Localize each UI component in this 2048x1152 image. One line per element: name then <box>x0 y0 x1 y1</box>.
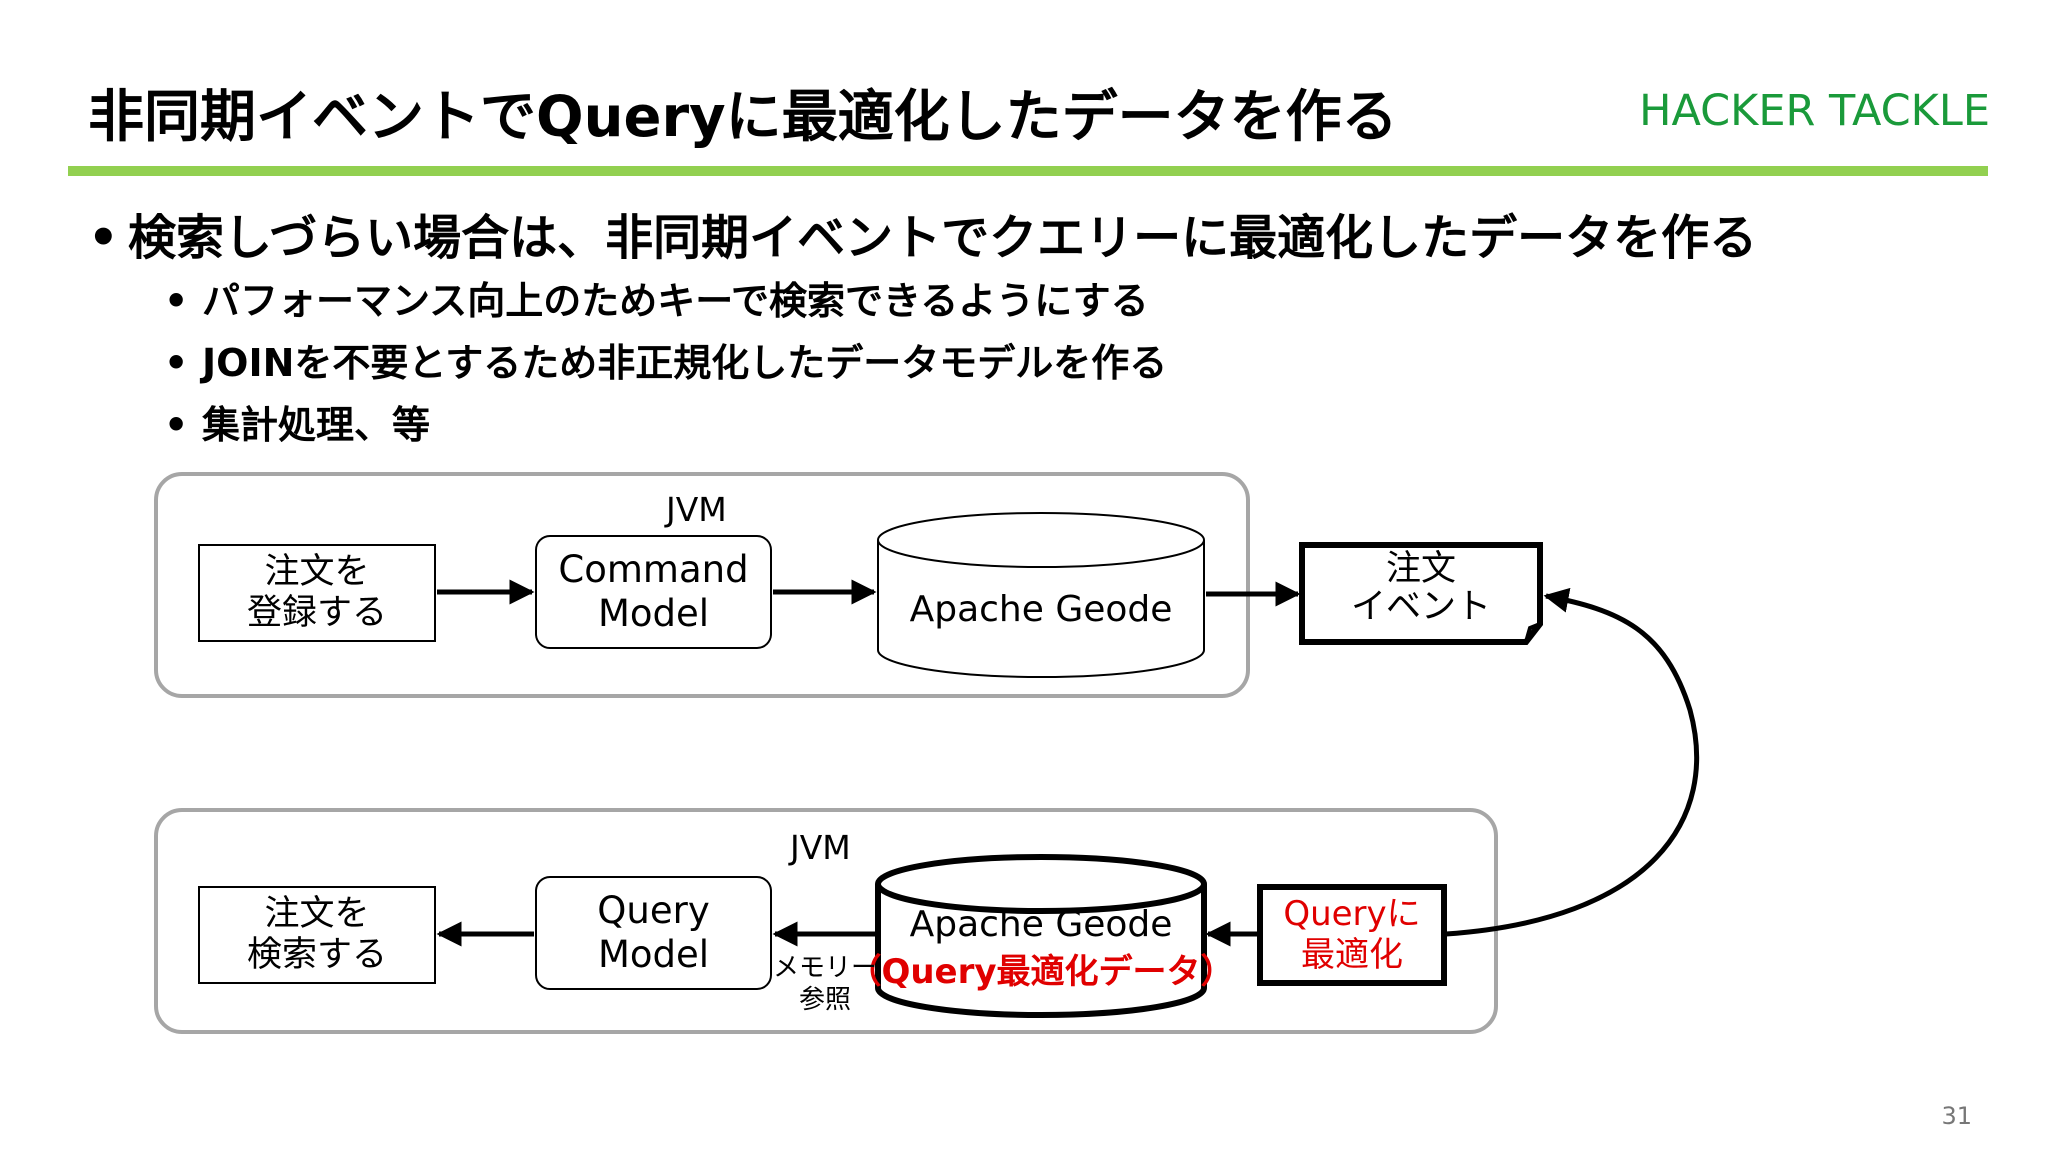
bullet-sub-text: JOINを不要とするため非正規化したデータモデルを作る <box>202 341 1168 385</box>
order-event-line-1: 注文 <box>1385 548 1456 589</box>
register-order-label: 注文を 登録する <box>199 545 435 641</box>
bottom-geode-cylinder <box>875 854 1207 1018</box>
bullet-dot: • <box>164 341 189 385</box>
bullet-dot: • <box>164 403 189 447</box>
query-model-line-1: Query <box>597 889 710 933</box>
memory-reference-line-1: メモリー <box>772 952 877 983</box>
query-model-box <box>535 876 772 990</box>
command-model-label: Command Model <box>536 536 771 648</box>
arrow-optimize-to-event <box>1445 587 1700 937</box>
command-model-line-1: Command <box>558 548 749 592</box>
bullet-sub-1: • パフォーマンス向上のためキーで検索できるようにする <box>164 270 1149 325</box>
bottom-geode-label: Apache Geode <box>909 903 1173 945</box>
register-order-box <box>198 544 436 642</box>
search-order-box <box>198 886 436 984</box>
search-order-label: 注文を 検索する <box>199 887 435 983</box>
order-event-label: 注文 イベント <box>1302 540 1540 636</box>
query-optimize-line-1: Queryに <box>1283 894 1421 935</box>
query-optimize-label: Queryに 最適化 <box>1260 887 1444 983</box>
bullet-main-text: 検索しづらい場合は、非同期イベントでクエリーに最適化したデータを作る <box>128 210 1758 266</box>
query-model-label: Query Model <box>536 877 771 989</box>
bullet-sub-text: パフォーマンス向上のためキーで検索できるようにする <box>202 279 1149 323</box>
bottom-jvm-label: JVM <box>790 828 851 867</box>
query-model-line-2: Model <box>597 933 710 976</box>
bullet-dot: • <box>164 279 189 323</box>
bullet-sub-3: • 集計処理、等 <box>164 394 430 449</box>
command-model-box <box>535 535 772 649</box>
command-model-line-2: Model <box>597 592 710 635</box>
slide-title: 非同期イベントでQueryに最適化したデータを作る <box>88 85 1398 150</box>
register-order-line-1: 注文を <box>264 551 370 592</box>
bullet-sub-2: • JOINを不要とするため非正規化したデータモデルを作る <box>164 332 1167 387</box>
order-event-box <box>1299 542 1543 645</box>
search-order-line-2: 検索する <box>246 935 387 975</box>
top-jvm-label: JVM <box>666 490 727 529</box>
top-geode-cylinder <box>877 512 1205 678</box>
query-optimize-box <box>1257 884 1447 986</box>
brand-logo: HACKER TACKLE <box>1639 86 1990 136</box>
memory-reference-label: メモリー 参照 <box>772 946 878 1022</box>
top-geode-label: Apache Geode <box>909 588 1173 630</box>
order-event-line-2: イベント <box>1350 587 1491 627</box>
search-order-line-1: 注文を <box>264 893 370 934</box>
bullet-main: •検索しづらい場合は、非同期イベントでクエリーに最適化したデータを作る <box>88 198 1757 268</box>
title-divider <box>68 166 1988 176</box>
bullet-sub-text: 集計処理、等 <box>202 403 431 447</box>
bullet-dot: • <box>88 210 119 266</box>
page-number: 31 <box>1941 1102 1972 1130</box>
memory-reference-line-2: 参照 <box>798 985 851 1015</box>
query-optimized-data-note: （Query最適化データ） <box>847 951 1235 992</box>
query-optimize-line-2: 最適化 <box>1301 935 1403 975</box>
register-order-line-2: 登録する <box>246 593 387 633</box>
